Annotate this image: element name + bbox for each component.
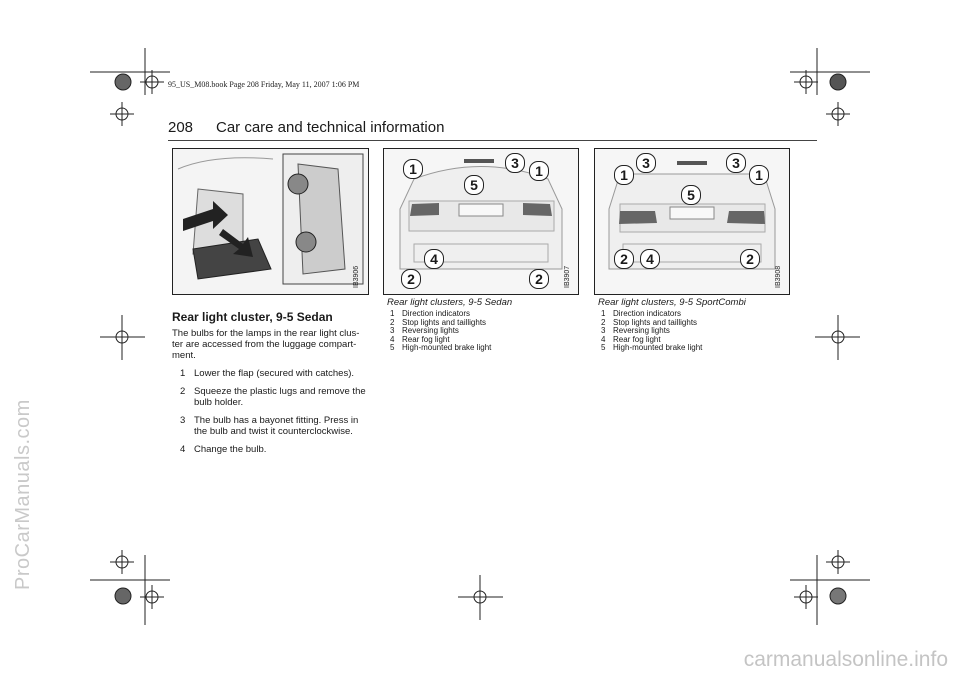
figure-code: IB3907 (564, 265, 571, 288)
article-heading: Rear light cluster, 9-5 Sedan (172, 310, 333, 324)
step-number: 4 (180, 444, 186, 455)
legend-text: Reversing lights (402, 326, 459, 336)
figure-code: IB3906 (353, 265, 360, 288)
list-item: 2 Stop lights and taillights (390, 317, 491, 328)
legend-text: Stop lights and taillights (402, 317, 487, 327)
list-item: 1 Direction indicators (390, 309, 491, 319)
legend-text: Stop lights and taillights (613, 317, 698, 327)
callout-1-left: 1 (614, 165, 634, 185)
list-item: 2 Squeeze the plastic lugs and remove the… (172, 386, 374, 408)
legend-number: 2 (601, 317, 606, 327)
legend-number: 3 (601, 326, 606, 336)
callout-2-left: 2 (614, 249, 634, 269)
callout-2-left: 2 (401, 269, 421, 289)
figure-code: IB3908 (775, 265, 782, 288)
sedan-caption: Rear light clusters, 9-5 Sedan (387, 297, 513, 308)
callout-2-right: 2 (529, 269, 549, 289)
legend-number: 1 (390, 309, 395, 318)
sportcombi-legend: 1 Direction indicators 2 Stop lights and t… (601, 309, 702, 353)
legend-number: 2 (390, 317, 395, 327)
legend-text: Direction indicators (402, 309, 471, 318)
legend-text: High-mounted brake light (402, 343, 492, 353)
list-item: 4 Rear fog light (390, 334, 491, 345)
sportcombi-caption: Rear light clusters, 9-5 SportCombi (598, 297, 746, 308)
callout-3-left: 3 (636, 153, 656, 173)
callout-1-right: 1 (529, 161, 549, 181)
legend-text: High-mounted brake light (613, 343, 703, 353)
article-intro: The bulbs for the lamps in the rear ligh… (172, 328, 360, 361)
callout-5: 5 (464, 175, 484, 195)
legend-number: 1 (601, 309, 606, 318)
page-number: 208 (168, 119, 194, 136)
callout-1-left: 1 (403, 159, 423, 179)
list-item: 4 Rear fog light (601, 334, 702, 345)
legend-number: 4 (390, 334, 395, 344)
list-item: 3 Reversing lights (601, 327, 702, 336)
figure-sportcombi-rear: IB3908 1 3 5 3 1 2 4 2 (594, 148, 790, 295)
step-text: Change the bulb. (194, 444, 267, 455)
list-item: 5 High-mounted brake light (390, 344, 491, 353)
legend-number: 4 (601, 334, 606, 344)
legend-number: 3 (390, 326, 395, 336)
side-watermark: ProCarManuals.com (12, 399, 34, 590)
step-text: Squeeze the plastic lugs and remove the … (194, 386, 366, 408)
list-item: 5 High-mounted brake light (601, 344, 702, 353)
legend-text: Direction indicators (613, 309, 682, 318)
luggage-flap-illustration (173, 149, 368, 294)
step-number: 2 (180, 386, 186, 397)
list-item: 3 The bulb has a bayonet fitting. Press i… (172, 415, 374, 437)
legend-number: 5 (601, 343, 606, 353)
list-item: 3 Reversing lights (390, 327, 491, 336)
list-item: 2 Stop lights and taillights (601, 317, 702, 328)
step-number: 3 (180, 415, 186, 426)
bottom-watermark: carmanualsonline.info (743, 648, 948, 671)
legend-text: Reversing lights (613, 326, 670, 336)
list-item: 1 Direction indicators (601, 309, 702, 319)
callout-2-right: 2 (740, 249, 760, 269)
callout-5: 5 (681, 185, 701, 205)
legend-text: Rear fog light (613, 334, 661, 344)
callout-4: 4 (640, 249, 660, 269)
callout-3: 3 (505, 153, 525, 173)
step-text: The bulb has a bayonet fitting. Press in… (194, 415, 359, 437)
callout-1-right: 1 (749, 165, 769, 185)
callout-4: 4 (424, 249, 444, 269)
header-rule (168, 140, 817, 141)
legend-text: Rear fog light (402, 334, 450, 344)
section-title: Car care and technical information (216, 119, 445, 136)
step-text: Lower the flap (secured with catches). (194, 368, 354, 379)
callout-3-right: 3 (726, 153, 746, 173)
step-number: 1 (180, 368, 186, 379)
sedan-legend: 1 Direction indicators 2 Stop lights and t… (390, 309, 491, 353)
figure-luggage-flap: IB3906 (172, 148, 369, 295)
book-header: 95_US_M08.book Page 208 Friday, May 11, … (168, 80, 360, 89)
list-item: 4 Change the bulb. (172, 444, 374, 455)
figure-sedan-rear: IB3907 1 5 3 1 4 2 2 (383, 148, 579, 295)
legend-number: 5 (390, 343, 395, 353)
list-item: 1 Lower the flap (secured with catches). (172, 368, 374, 379)
